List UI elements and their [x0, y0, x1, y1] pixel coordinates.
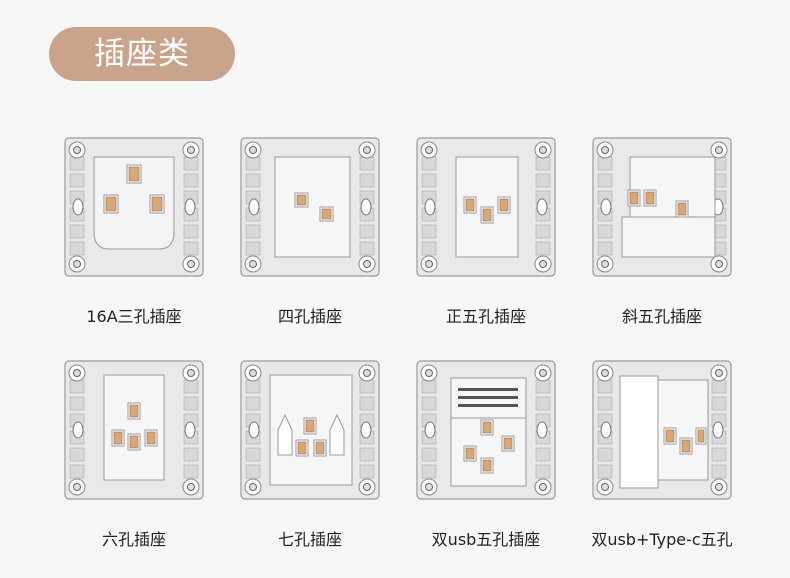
product-card: 斜五孔插座 [574, 137, 750, 326]
product-label: 六孔插座 [101, 530, 166, 549]
socket-image [64, 137, 204, 277]
product-card: 双usb五孔插座 [398, 360, 574, 549]
product-card: 四孔插座 [222, 137, 398, 326]
product-label: 双usb五孔插座 [431, 530, 541, 549]
socket-image [240, 137, 380, 277]
product-label: 16A三孔插座 [86, 307, 182, 326]
socket-image [240, 360, 380, 500]
product-label: 双usb+Type-c五孔 [591, 530, 733, 549]
socket-image [592, 137, 732, 277]
product-card: 六孔插座 [46, 360, 222, 549]
product-label: 四孔插座 [277, 307, 342, 326]
socket-image [64, 360, 204, 500]
product-card: 双usb+Type-c五孔 [574, 360, 750, 549]
socket-image [416, 360, 556, 500]
product-label: 斜五孔插座 [621, 307, 702, 326]
product-label: 七孔插座 [277, 530, 342, 549]
category-title-badge: 插座类 [49, 27, 235, 81]
socket-image [416, 137, 556, 277]
socket-image [592, 360, 732, 500]
product-card: 正五孔插座 [398, 137, 574, 326]
product-card: 七孔插座 [222, 360, 398, 549]
product-label: 正五孔插座 [445, 307, 526, 326]
product-card: 16A三孔插座 [46, 137, 222, 326]
